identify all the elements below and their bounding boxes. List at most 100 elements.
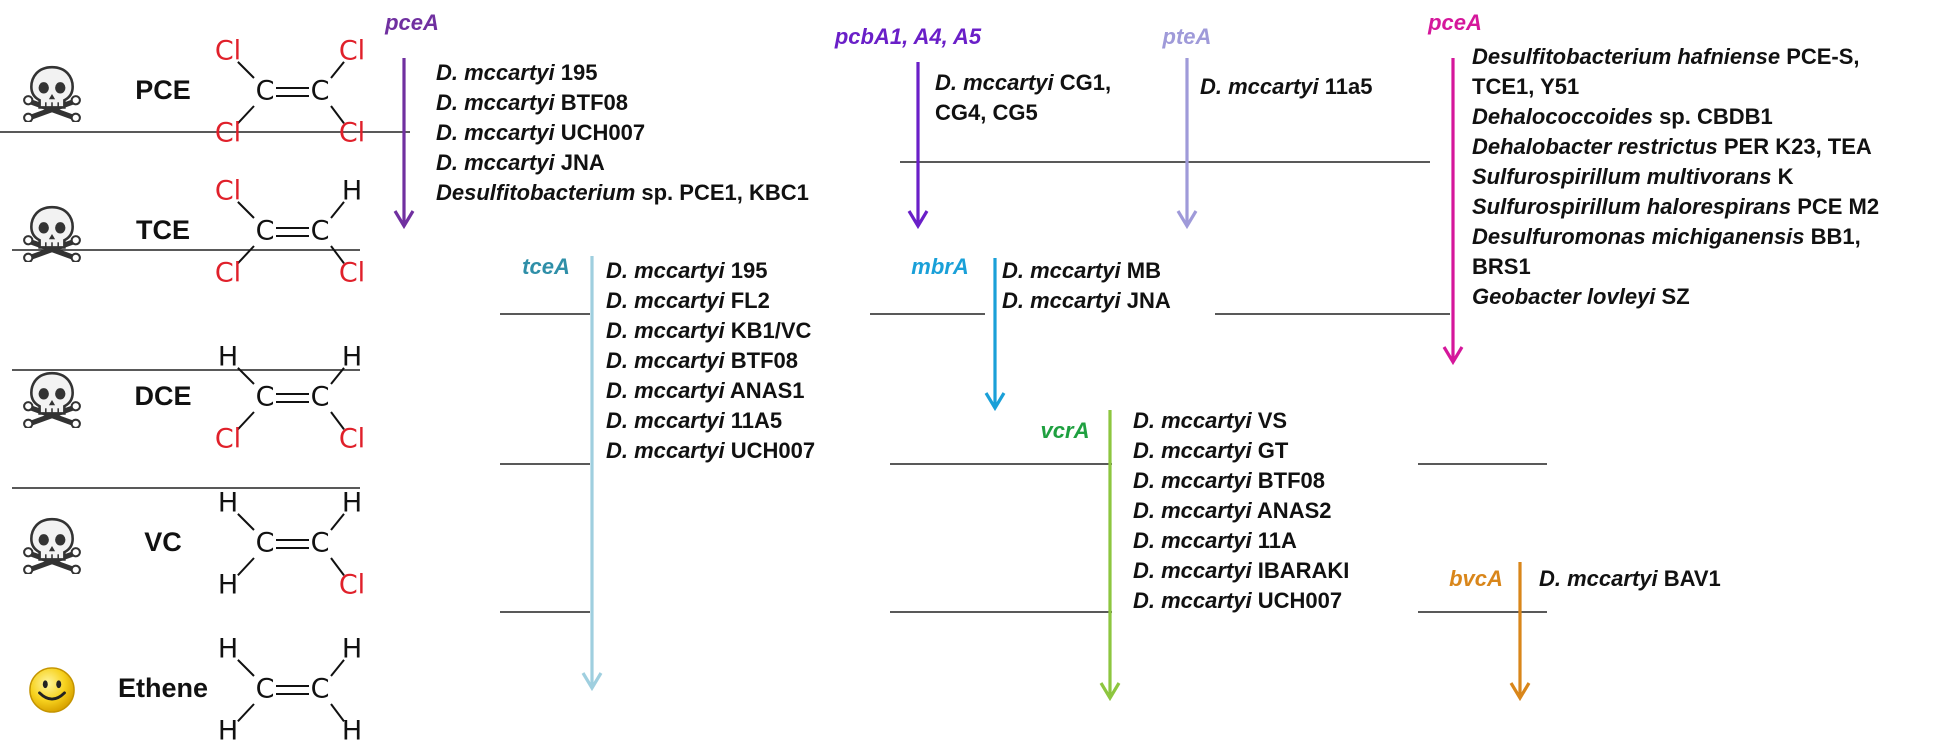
organism-list: D. mccartyi VSD. mccartyi GTD. mccartyi … xyxy=(1133,408,1349,613)
organism-genus: D. mccartyi xyxy=(1002,258,1122,283)
gene-label: pcbA1, A4, A5 xyxy=(834,24,982,49)
organism-entry: D. mccartyi JNA xyxy=(436,150,605,175)
organism-strain: PER K23, TEA xyxy=(1718,134,1872,159)
organism-genus: D. mccartyi xyxy=(606,408,726,433)
organism-genus: Geobacter lovleyi xyxy=(1472,284,1656,309)
organism-strain: UCH007 xyxy=(555,120,645,145)
organism-genus: D. mccartyi xyxy=(436,150,556,175)
hydrogen-atom: H xyxy=(342,716,362,744)
gene-label: mbrA xyxy=(911,254,968,279)
organism-strain: VS xyxy=(1252,408,1287,433)
hydrogen-atom: H xyxy=(218,570,238,601)
organism-entry: CG4, CG5 xyxy=(935,100,1038,125)
organism-strain: UCH007 xyxy=(725,438,815,463)
compound-name: VC xyxy=(144,527,182,557)
arrow-head-icon xyxy=(393,210,415,230)
organism-genus: D. mccartyi xyxy=(935,70,1055,95)
hydrogen-atom: H xyxy=(218,342,238,373)
organism-entry: D. mccartyi KB1/VC xyxy=(606,318,812,343)
organism-entry: D. mccartyi UCH007 xyxy=(436,120,645,145)
organism-strain: CG1, xyxy=(1054,70,1111,95)
organism-strain: ANAS1 xyxy=(725,378,805,403)
organism-strain: BAV1 xyxy=(1658,566,1721,591)
gene-pathway-pcbA: pcbA1, A4, A5 D. mccartyi CG1, CG4, CG5 xyxy=(834,24,1111,230)
organism-genus: D. mccartyi xyxy=(1002,288,1122,313)
carbon-atom: C xyxy=(256,382,275,413)
organism-entry: D. mccartyi BTF08 xyxy=(1133,468,1325,493)
organism-entry: TCE1, Y51 xyxy=(1472,74,1579,99)
organism-entry: D. mccartyi MB xyxy=(1002,258,1161,283)
organism-entry: Desulfitobacterium hafniense PCE-S, xyxy=(1472,44,1860,69)
organism-entry: D. mccartyi 195 xyxy=(606,258,767,283)
organism-strain: BTF08 xyxy=(725,348,798,373)
organism-entry: D. mccartyi ANAS1 xyxy=(606,378,805,403)
arrow-head-icon xyxy=(581,672,603,692)
organism-genus: Dehalococcoides xyxy=(1472,104,1653,129)
hydrogen-atom: H xyxy=(342,342,362,373)
organism-genus: D. mccartyi xyxy=(436,90,556,115)
organism-genus: Dehalobacter restrictus xyxy=(1472,134,1718,159)
chlorine-atom: Cl xyxy=(339,118,365,149)
arrow-head-icon xyxy=(1176,210,1198,230)
organism-entry: BRS1 xyxy=(1472,254,1531,279)
skull-crossbones-icon xyxy=(24,373,80,428)
organism-strain: SZ xyxy=(1655,284,1689,309)
carbon-atom: C xyxy=(311,216,330,247)
organism-entry: D. mccartyi BAV1 xyxy=(1539,566,1721,591)
organism-strain: sp. CBDB1 xyxy=(1653,104,1773,129)
hydrogen-atom: H xyxy=(342,634,362,665)
hydrogen-atom: H xyxy=(218,634,238,665)
compound-name: TCE xyxy=(136,215,190,245)
gene-pathway-pteA: pteA D. mccartyi 11a5 xyxy=(1162,24,1372,230)
organism-entry: D. mccartyi JNA xyxy=(1002,288,1171,313)
hydrogen-atom: H xyxy=(218,716,238,744)
separator-lines xyxy=(0,131,1547,613)
organism-strain: KB1/VC xyxy=(725,318,812,343)
gene-label: pteA xyxy=(1162,24,1212,49)
gene-pathway-mbrA: mbrA D. mccartyi MB D. mccartyi JNA xyxy=(911,254,1171,412)
organism-entry: Sulfurospirillum halorespirans PCE M2 xyxy=(1472,194,1879,219)
organism-strain: MB xyxy=(1121,258,1161,283)
gene-label: bvcA xyxy=(1449,566,1503,591)
organism-genus: D. mccartyi xyxy=(1539,566,1659,591)
organism-list: D. mccartyi 11a5 xyxy=(1200,74,1372,99)
organism-genus: D. mccartyi xyxy=(606,318,726,343)
organism-entry: D. mccartyi 11a5 xyxy=(1200,74,1372,99)
organism-entry: Geobacter lovleyi SZ xyxy=(1472,284,1690,309)
organism-entry: D. mccartyi 11A5 xyxy=(606,408,782,433)
organism-entry: D. mccartyi BTF08 xyxy=(606,348,798,373)
organism-list: D. mccartyi BAV1 xyxy=(1539,566,1721,591)
organism-strain: CG4, CG5 xyxy=(935,100,1038,125)
organism-list: D. mccartyi CG1, CG4, CG5 xyxy=(935,70,1111,125)
carbon-atom: C xyxy=(256,528,275,559)
carbon-atom: C xyxy=(256,76,275,107)
organism-entry: Dehalobacter restrictus PER K23, TEA xyxy=(1472,134,1872,159)
chlorine-atom: Cl xyxy=(339,424,365,455)
gene-label: pceA xyxy=(384,10,439,35)
organism-genus: D. mccartyi xyxy=(436,60,556,85)
organism-strain: sp. PCE1, KBC1 xyxy=(635,180,809,205)
organism-genus: D. mccartyi xyxy=(606,348,726,373)
chlorine-atom: Cl xyxy=(339,570,365,601)
organism-entry: D. mccartyi BTF08 xyxy=(436,90,628,115)
compound-name: DCE xyxy=(134,381,191,411)
gene-pathway-bvcA: bvcA D. mccartyi BAV1 xyxy=(1449,562,1721,702)
organism-strain: IBARAKI xyxy=(1252,558,1350,583)
compound-name: PCE xyxy=(135,75,191,105)
chlorine-atom: Cl xyxy=(339,36,365,67)
organism-strain: ANAS2 xyxy=(1252,498,1332,523)
organism-genus: D. mccartyi xyxy=(1133,558,1253,583)
organism-strain: BB1, xyxy=(1805,224,1861,249)
